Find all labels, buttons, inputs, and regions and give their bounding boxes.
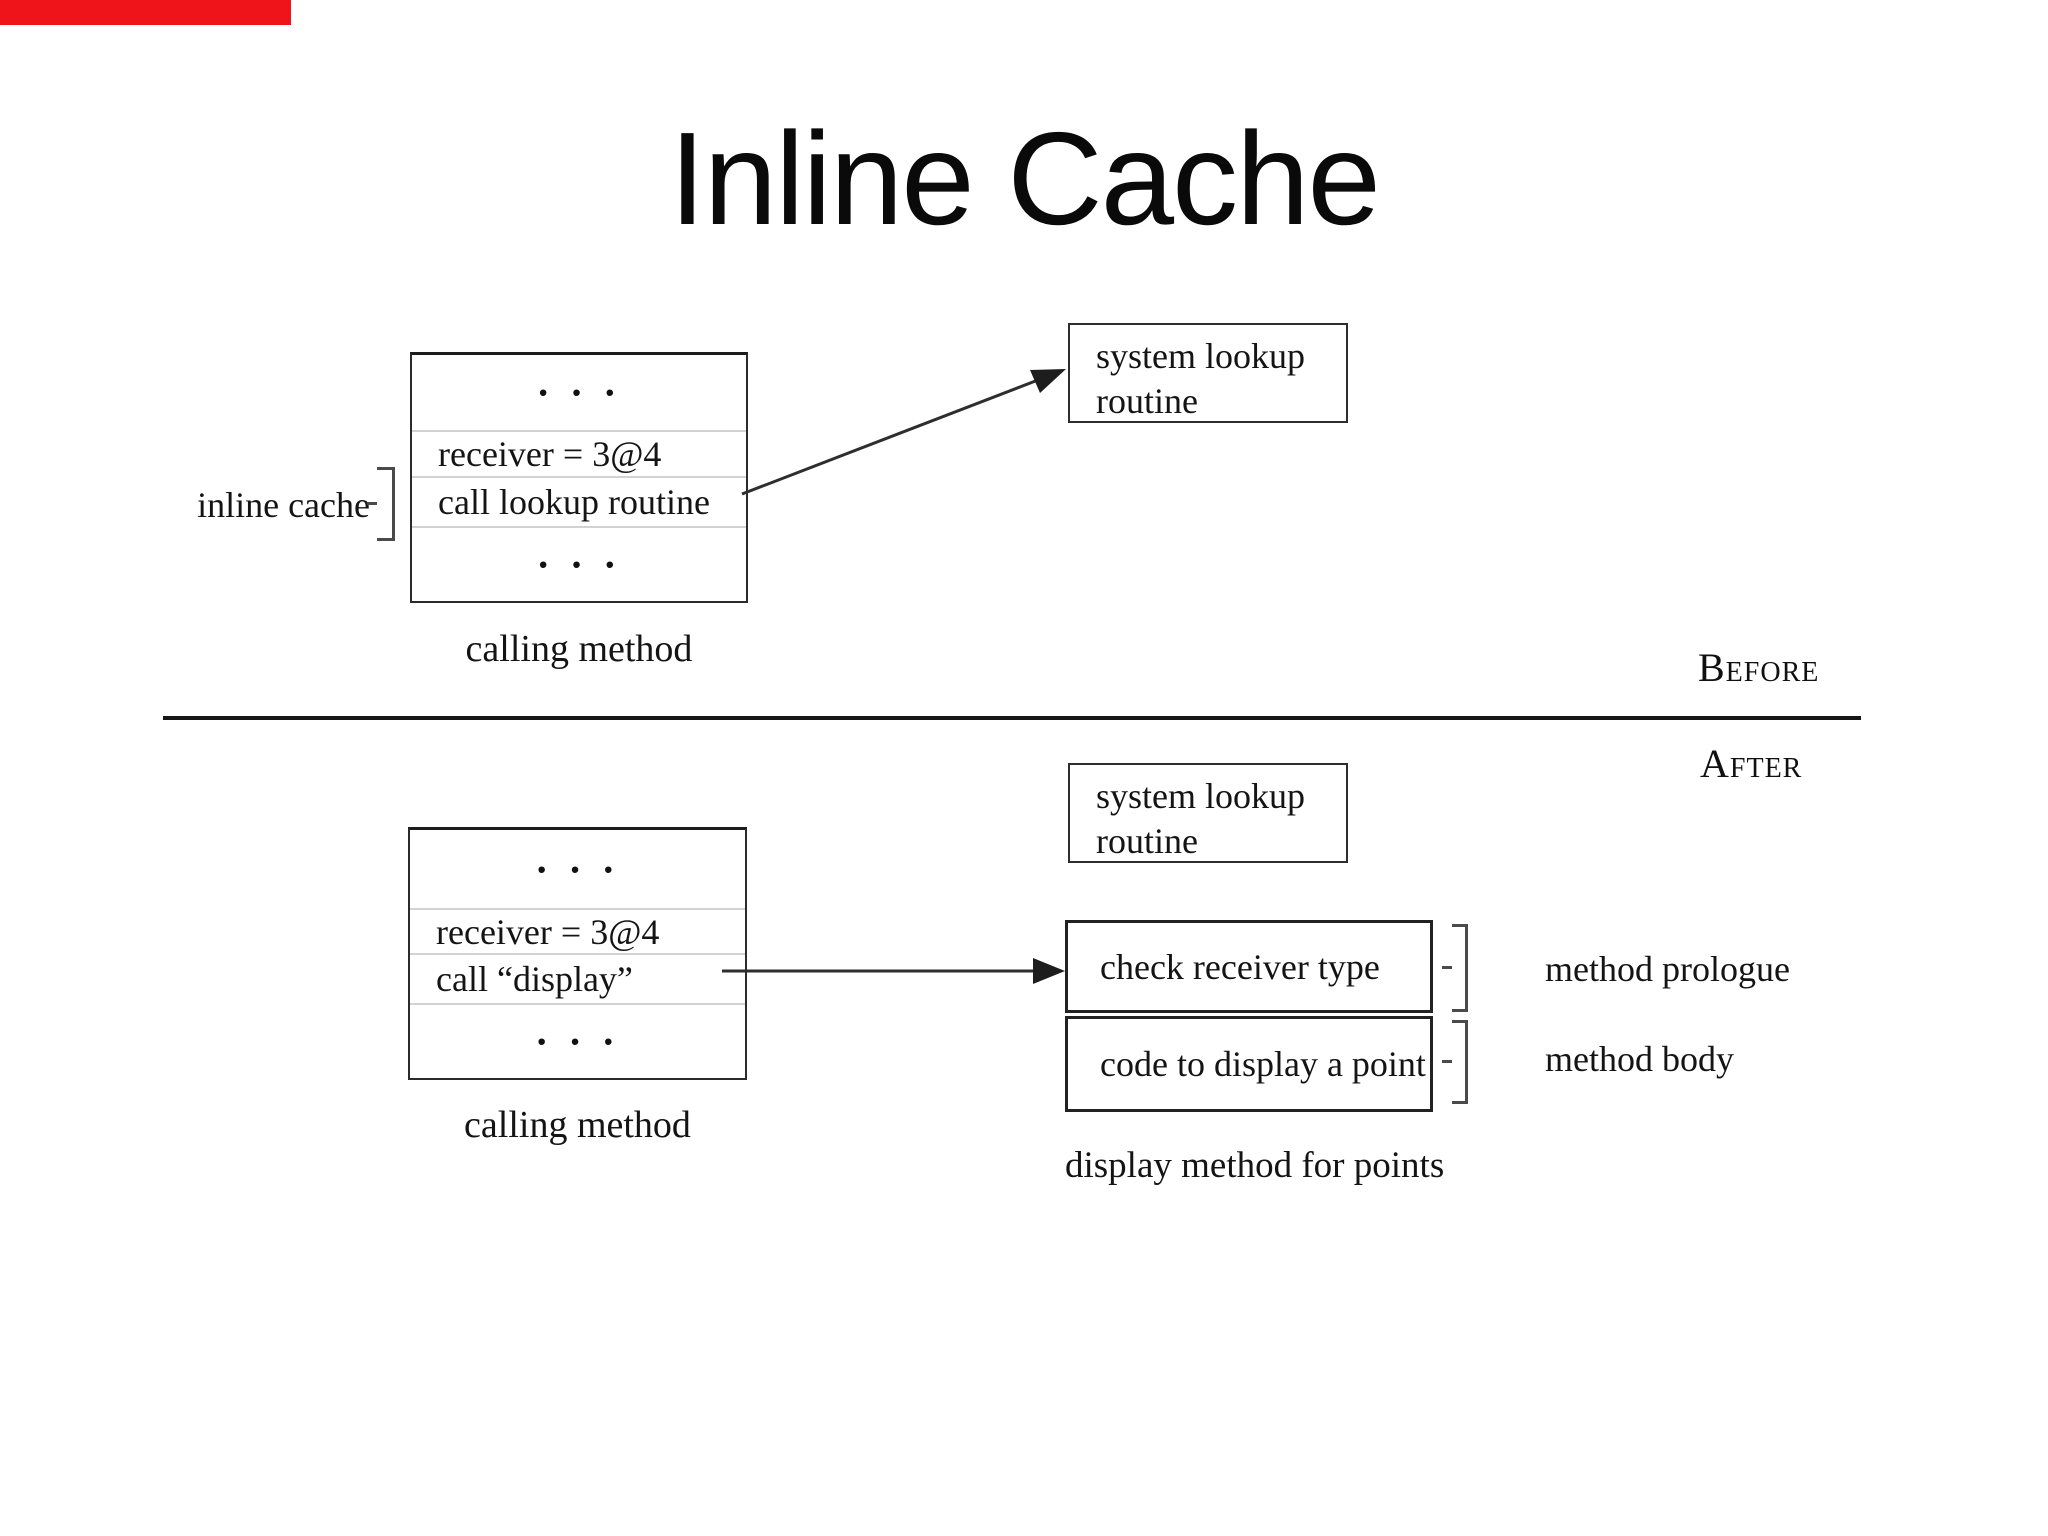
- slide-title: Inline Cache: [669, 105, 1381, 252]
- system-lookup-line1: system lookup: [1096, 336, 1306, 376]
- after-calling-method-caption: calling method: [464, 1104, 691, 1146]
- method-body-label: method body: [1545, 1039, 1734, 1079]
- after-display-arrowhead-icon: [1033, 958, 1065, 984]
- before-calling-method-box: · · · receiver = 3@4 call lookup routine…: [410, 352, 748, 603]
- system-lookup-line2: routine: [1096, 381, 1198, 421]
- method-prologue-label: method prologue: [1545, 949, 1790, 989]
- red-marker-bar: [0, 0, 291, 25]
- after-section-label: After: [1700, 741, 1803, 786]
- bracket-nub: [1442, 966, 1452, 969]
- check-receiver-type-box: check receiver type: [1065, 920, 1433, 1013]
- system-lookup-line2: routine: [1096, 821, 1198, 861]
- method-prologue-bracket: [1442, 924, 1468, 1012]
- before-lookup-arrow-line: [741, 378, 1039, 496]
- inline-cache-label: inline cache: [197, 485, 370, 525]
- memory-row-ellipsis: · · ·: [536, 370, 622, 415]
- memory-row-receiver: receiver = 3@4: [410, 908, 745, 953]
- memory-row-ellipsis: · · ·: [534, 846, 621, 892]
- inline-cache-bracket: [367, 467, 395, 541]
- before-calling-method-caption: calling method: [465, 628, 693, 670]
- bracket-nub: [1442, 1060, 1452, 1063]
- memory-row-call-display: call “display”: [410, 953, 745, 1003]
- display-method-caption: display method for points: [1065, 1145, 1445, 1186]
- before-section-label: Before: [1698, 645, 1820, 690]
- before-after-divider-line: [163, 716, 1861, 720]
- after-system-lookup-box: system lookup routine: [1068, 763, 1348, 863]
- memory-row-call-lookup: call lookup routine: [412, 476, 746, 526]
- memory-row-ellipsis: · · ·: [412, 526, 746, 601]
- memory-row-ellipsis: · · ·: [410, 1003, 745, 1078]
- before-lookup-arrowhead-icon: [1030, 369, 1066, 393]
- before-system-lookup-box: system lookup routine: [1068, 323, 1348, 423]
- code-display-point-box: code to display a point: [1065, 1016, 1433, 1112]
- method-body-bracket: [1442, 1020, 1468, 1104]
- after-calling-method-box: · · · receiver = 3@4 call “display” · · …: [408, 827, 747, 1080]
- memory-row-receiver: receiver = 3@4: [412, 430, 746, 476]
- bracket-nub: [367, 502, 377, 505]
- system-lookup-line1: system lookup: [1096, 776, 1306, 816]
